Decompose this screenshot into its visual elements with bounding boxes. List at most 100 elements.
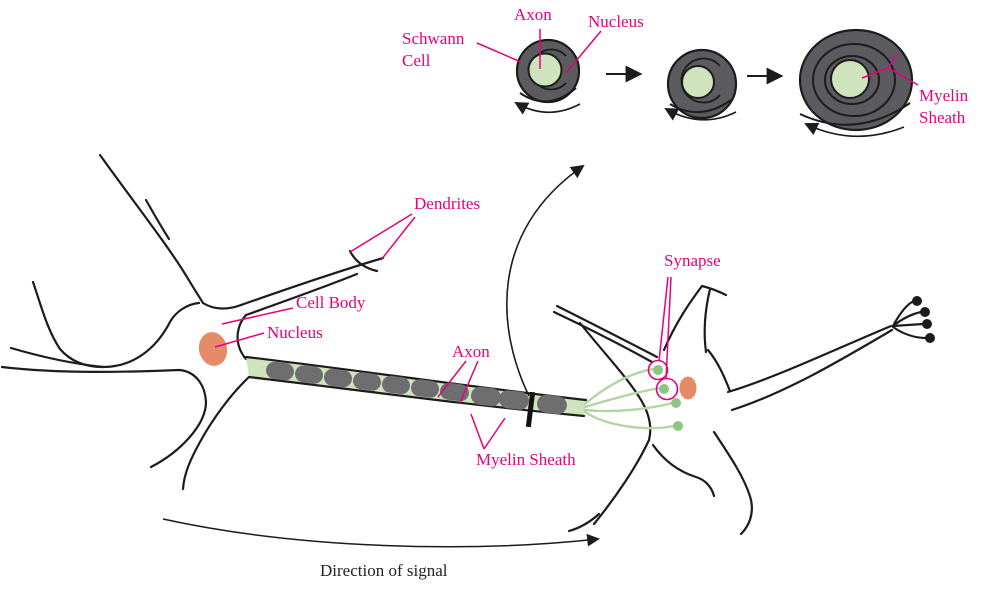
right-branch-top-right-edge <box>703 287 712 354</box>
terminal-endings <box>653 365 683 431</box>
myelin-segment <box>295 365 323 384</box>
myelin-segment <box>470 386 501 407</box>
leader-axon-1 <box>437 360 467 398</box>
label-schwann-cell: Schwann Cell <box>402 29 465 71</box>
schwann-inset <box>514 28 914 138</box>
wrap-tail-1 <box>519 87 577 103</box>
right-soma-left-edge <box>578 321 652 442</box>
leader-inset-myelin <box>861 52 919 86</box>
rotation-arrow-2 <box>664 108 737 121</box>
right-leg-lower-left-fork <box>567 512 601 533</box>
leader-nucleus <box>214 332 265 348</box>
left-dendrite-west-2 <box>0 365 208 469</box>
left-neuron <box>0 153 385 491</box>
left-dendrite-upper-right-fork <box>348 249 379 273</box>
cross-section-reference-arrow <box>506 164 585 397</box>
label-synapse: Synapse <box>664 251 721 270</box>
rotation-arrow-1 <box>514 102 581 115</box>
spiral-stage-2 <box>664 48 738 121</box>
leader-synapse-2 <box>665 276 672 380</box>
right-soma-to-axon-notch <box>706 348 732 393</box>
myelin-segment <box>266 361 294 381</box>
axon-cross-section-3 <box>830 59 870 99</box>
myelin-segment <box>440 382 469 402</box>
right-neuron <box>552 284 928 536</box>
right-axon-top-edge <box>726 324 893 394</box>
axon-cut-mark <box>525 391 536 428</box>
left-dendrite-west-1 <box>9 346 105 369</box>
myelin-segment <box>382 375 410 395</box>
terminal-boutons <box>912 296 935 343</box>
axon-cross-section-2 <box>681 65 715 99</box>
left-process-lower <box>181 375 251 491</box>
right-branch-top-fork <box>700 284 728 297</box>
terminal-ending-dot <box>673 421 683 431</box>
label-myelin-sheath: Myelin Sheath <box>476 450 576 469</box>
label-nucleus: Nucleus <box>267 323 323 342</box>
myelin-ring-inner <box>824 55 880 105</box>
label-inset-axon: Axon <box>514 5 552 24</box>
leader-lines <box>214 29 919 450</box>
leader-myelin-2 <box>483 417 506 450</box>
myelin-segments <box>266 361 567 415</box>
terminal-branch-2 <box>891 310 923 328</box>
left-nucleus-shape <box>198 332 228 366</box>
myelin-ring-outer <box>812 43 896 117</box>
right-nucleus-shape <box>679 376 697 400</box>
label-cell-body: Cell Body <box>296 293 366 312</box>
caption-direction-of-signal: Direction of signal <box>320 561 448 580</box>
right-dendrite-upper-left-1 <box>552 310 654 364</box>
myelin-segment <box>324 368 352 388</box>
terminal-ending-dot <box>671 398 681 408</box>
right-leg-lower-left <box>592 438 651 526</box>
terminal-ending-dot <box>659 384 669 394</box>
axon-bottom-edge <box>247 375 586 418</box>
synapse-highlight-circles <box>647 359 679 401</box>
rotation-arrow-3 <box>804 122 905 138</box>
label-inset-myelin-sheath: Myelin Sheath <box>919 86 969 128</box>
leader-synapse-1 <box>658 276 669 362</box>
left-dendrite-upper-left-fork <box>144 198 171 241</box>
label-axon: Axon <box>452 342 490 361</box>
left-process-up-left <box>31 280 201 369</box>
spiral-stage-1 <box>514 38 581 115</box>
terminal-branch-3 <box>891 322 925 328</box>
axon-top-edge <box>244 355 588 402</box>
left-dendrite-upper-left <box>98 153 205 305</box>
leader-dendrites-2 <box>380 216 416 261</box>
left-soma-top-notch <box>201 301 243 310</box>
leader-axon-2 <box>459 360 479 404</box>
terminal-fiber-2 <box>583 386 662 409</box>
leader-inset-nucleus <box>565 30 602 74</box>
left-dendrite-upper-right <box>239 256 385 307</box>
left-soma-right-notch <box>236 313 248 361</box>
myelin-segment <box>411 379 439 398</box>
leader-dendrites-1 <box>349 213 413 253</box>
leader-schwann-cell <box>476 42 522 63</box>
right-dendrite-upper-left-2 <box>555 304 659 359</box>
spiral-stage-3 <box>798 28 914 138</box>
terminal-ending-dot <box>653 365 663 375</box>
terminal-bouton <box>912 296 922 306</box>
synapse-circle <box>647 359 669 381</box>
terminal-fiber-1 <box>583 367 656 406</box>
myelin-segment <box>353 372 381 391</box>
myelin-segment <box>536 394 567 415</box>
right-leg-lower-right <box>712 430 753 536</box>
label-dendrites: Dendrites <box>414 194 481 213</box>
terminal-fiber-3 <box>583 401 674 413</box>
wrap-tail-3 <box>799 102 911 126</box>
label-inset-nucleus: Nucleus <box>588 12 644 31</box>
leader-myelin-1 <box>470 413 485 450</box>
terminal-branch-4 <box>891 325 928 340</box>
leader-cell-body <box>221 307 294 325</box>
terminal-bouton <box>925 333 935 343</box>
wrap-tail-2 <box>669 99 732 114</box>
right-axon-bottom-edge <box>730 328 894 412</box>
signal-direction-arrow <box>162 518 600 548</box>
axon-terminal-fan <box>583 367 676 430</box>
terminal-bouton <box>922 319 932 329</box>
terminal-fiber-4 <box>583 410 676 430</box>
